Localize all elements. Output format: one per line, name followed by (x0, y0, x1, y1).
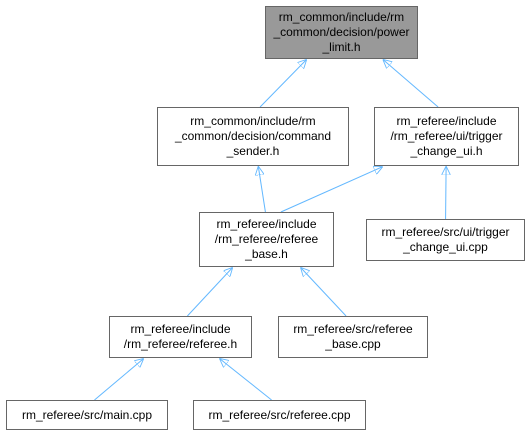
node-referee-base-cpp[interactable]: rm_referee/src/referee _base.cpp (278, 316, 428, 358)
node-label: rm_common/include/rm _common/decision/co… (174, 114, 332, 158)
node-trigger-change-ui-h[interactable]: rm_referee/include /rm_referee/ui/trigge… (374, 107, 519, 166)
edge-referee-base-h-to-trigger-change-ui-h (280, 167, 382, 213)
node-label: rm_referee/src/ui/trigger _change_ui.cpp (381, 225, 510, 254)
node-label: rm_referee/include /rm_referee/referee _… (214, 217, 319, 261)
node-label: rm_referee/include /rm_referee/referee.h (123, 322, 238, 351)
node-label: rm_referee/include /rm_referee/ui/trigge… (390, 114, 503, 158)
edge-referee-base-h-to-command-sender (258, 167, 266, 213)
edge-referee-h-to-referee-base-h (187, 268, 232, 317)
node-referee-cpp[interactable]: rm_referee/src/referee.cpp (193, 400, 366, 430)
node-power-limit: rm_common/include/rm _common/decision/po… (265, 6, 418, 59)
node-referee-base-h[interactable]: rm_referee/include /rm_referee/referee _… (199, 212, 334, 267)
edge-main-cpp-to-referee-h (94, 359, 143, 401)
node-referee-h[interactable]: rm_referee/include /rm_referee/referee.h (109, 316, 252, 358)
node-trigger-change-ui-cpp[interactable]: rm_referee/src/ui/trigger _change_ui.cpp (366, 219, 525, 261)
edge-trigger-change-ui-h-to-power-limit (384, 60, 439, 108)
node-label: rm_referee/src/referee.cpp (208, 407, 351, 422)
edge-trigger-change-ui-cpp-to-trigger-change-ui-h (446, 167, 447, 220)
edge-referee-cpp-to-referee-h (220, 359, 272, 401)
edge-referee-base-cpp-to-referee-base-h (301, 268, 347, 317)
node-label: rm_common/include/rm _common/decision/po… (273, 10, 410, 54)
node-command-sender[interactable]: rm_common/include/rm _common/decision/co… (157, 107, 349, 166)
node-label: rm_referee/src/main.cpp (21, 407, 153, 422)
node-main-cpp[interactable]: rm_referee/src/main.cpp (6, 400, 168, 430)
edge-command-sender-to-power-limit (259, 60, 306, 108)
edges (94, 60, 447, 401)
node-label: rm_referee/src/referee _base.cpp (293, 322, 413, 351)
